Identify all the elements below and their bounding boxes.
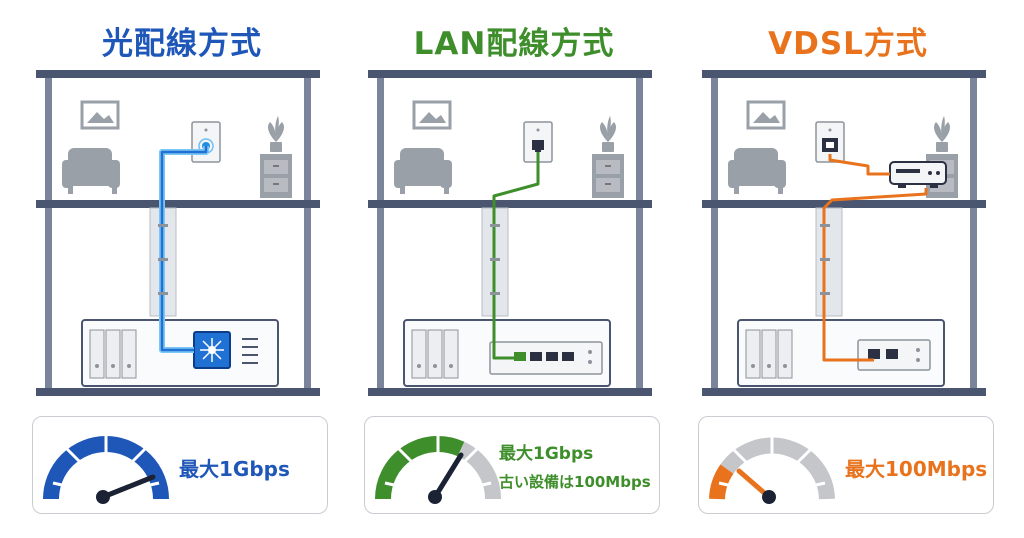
ground-beam <box>36 388 320 396</box>
optical-outlet-icon <box>191 121 221 163</box>
vdsl-modem-icon <box>889 161 947 188</box>
vdsl-cable <box>822 188 928 362</box>
floor-beam <box>36 200 320 208</box>
panel-vdsl: VDSL方式 <box>698 0 998 538</box>
side-table-icon <box>260 154 292 198</box>
legacy-speed-label: 古い設備は100Mbps <box>499 473 651 491</box>
speed-label: 最大1Gbps <box>179 457 290 481</box>
picture-icon <box>412 100 452 130</box>
armchair-icon <box>62 148 120 194</box>
picture-icon <box>80 100 120 130</box>
speed-card: 最大100Mbps <box>698 416 994 514</box>
plant-icon <box>268 116 284 152</box>
right-pillar <box>304 78 311 390</box>
left-pillar <box>711 78 718 390</box>
armchair-icon <box>394 148 452 194</box>
speedometer-icon <box>709 433 835 504</box>
speedometer-icon <box>375 433 502 504</box>
building-vdsl <box>702 70 986 396</box>
right-pillar <box>636 78 643 390</box>
right-pillar <box>970 78 977 390</box>
picture-icon <box>746 100 786 130</box>
roof-beam <box>368 70 652 78</box>
gauge-needle <box>432 452 464 500</box>
panel-fiber: 光配線方式 <box>32 0 332 538</box>
phone-line-cable <box>828 154 890 176</box>
left-pillar <box>377 78 384 390</box>
vdsl-splitter-icon <box>857 339 931 371</box>
speed-label: 最大100Mbps <box>845 457 988 481</box>
ground-beam <box>702 388 986 396</box>
switching-hub-icon <box>489 341 603 375</box>
building-fiber <box>36 70 320 396</box>
floor-beam <box>702 200 986 208</box>
ground-beam <box>368 388 652 396</box>
side-table-icon <box>592 154 624 198</box>
left-pillar <box>45 78 52 390</box>
panel-title: 光配線方式 <box>102 26 262 62</box>
armchair-icon <box>728 148 786 194</box>
optical-termination-icon <box>193 331 231 369</box>
floor-beam <box>368 200 652 208</box>
panel-lan: LAN配線方式 <box>364 0 664 538</box>
speedometer-icon <box>43 433 169 504</box>
plant-icon <box>600 116 616 152</box>
roof-beam <box>36 70 320 78</box>
phone-jack-icon <box>815 121 845 163</box>
lan-cable <box>492 152 540 360</box>
speed-card: 最大1Gbps 古い設備は100Mbps <box>364 416 660 514</box>
plant-icon <box>934 116 950 152</box>
building-lan <box>368 70 652 396</box>
panel-title: LAN配線方式 <box>413 26 615 62</box>
speed-label: 最大1Gbps <box>499 444 594 464</box>
speed-card: 最大1Gbps <box>32 416 328 514</box>
panel-title: VDSL方式 <box>768 26 928 62</box>
roof-beam <box>702 70 986 78</box>
gauge-needle <box>100 474 156 500</box>
